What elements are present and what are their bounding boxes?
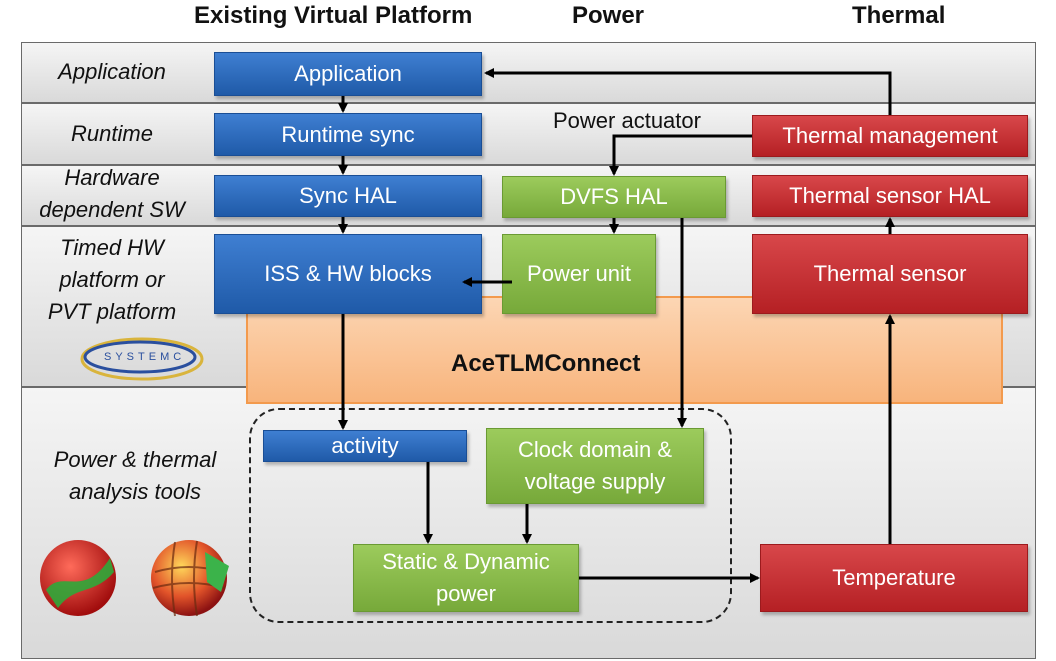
dvfs-hal-block: DVFS HAL xyxy=(502,176,726,218)
layer-label-timed-hw: Timed HW platform or PVT platform xyxy=(47,235,177,324)
thermal-sensor-block: Thermal sensor xyxy=(752,234,1028,314)
layer-label-hw-dependent-sw: Hardware dependent SW xyxy=(39,165,185,222)
header-power: Power xyxy=(572,2,645,29)
arrow-thermalmgmt-to-application xyxy=(484,68,892,115)
arrow-thermalmgmt-to-dvfs xyxy=(609,134,752,176)
layer-label-runtime: Runtime xyxy=(71,121,153,146)
temperature-block: Temperature xyxy=(760,544,1028,612)
layer-label-tools: Power & thermal analysis tools xyxy=(53,447,217,504)
power-analysis-region xyxy=(249,408,732,623)
acetlmconnect-area xyxy=(246,296,1003,404)
header-thermal: Thermal xyxy=(852,2,946,29)
power-unit-block: Power unit xyxy=(502,234,656,314)
tool-logo-1-icon xyxy=(38,538,118,618)
thermal-sensor-hal-block: Thermal sensor HAL xyxy=(752,175,1028,217)
acetlmconnect-label: AceTLMConnect xyxy=(451,350,641,377)
runtime-sync-block: Runtime sync xyxy=(214,113,482,156)
systemc-logo-icon: SYSTEMC xyxy=(78,333,208,383)
header-virtual-platform: Existing Virtual Platform xyxy=(194,2,473,29)
thermal-management-block: Thermal management xyxy=(752,115,1028,157)
iss-hw-blocks-block: ISS & HW blocks xyxy=(214,234,482,314)
application-block: Application xyxy=(214,52,482,96)
layer-label-application: Application xyxy=(58,59,166,84)
static-dynamic-power-block: Static & Dynamic power xyxy=(353,544,579,612)
tool-logo-2-icon xyxy=(145,532,233,620)
systemc-logo-text: SYSTEMC xyxy=(104,351,186,363)
sync-hal-block: Sync HAL xyxy=(214,175,482,217)
power-actuator-label: Power actuator xyxy=(553,108,701,133)
clock-domain-block: Clock domain & voltage supply xyxy=(486,428,704,504)
activity-block: activity xyxy=(263,430,467,462)
